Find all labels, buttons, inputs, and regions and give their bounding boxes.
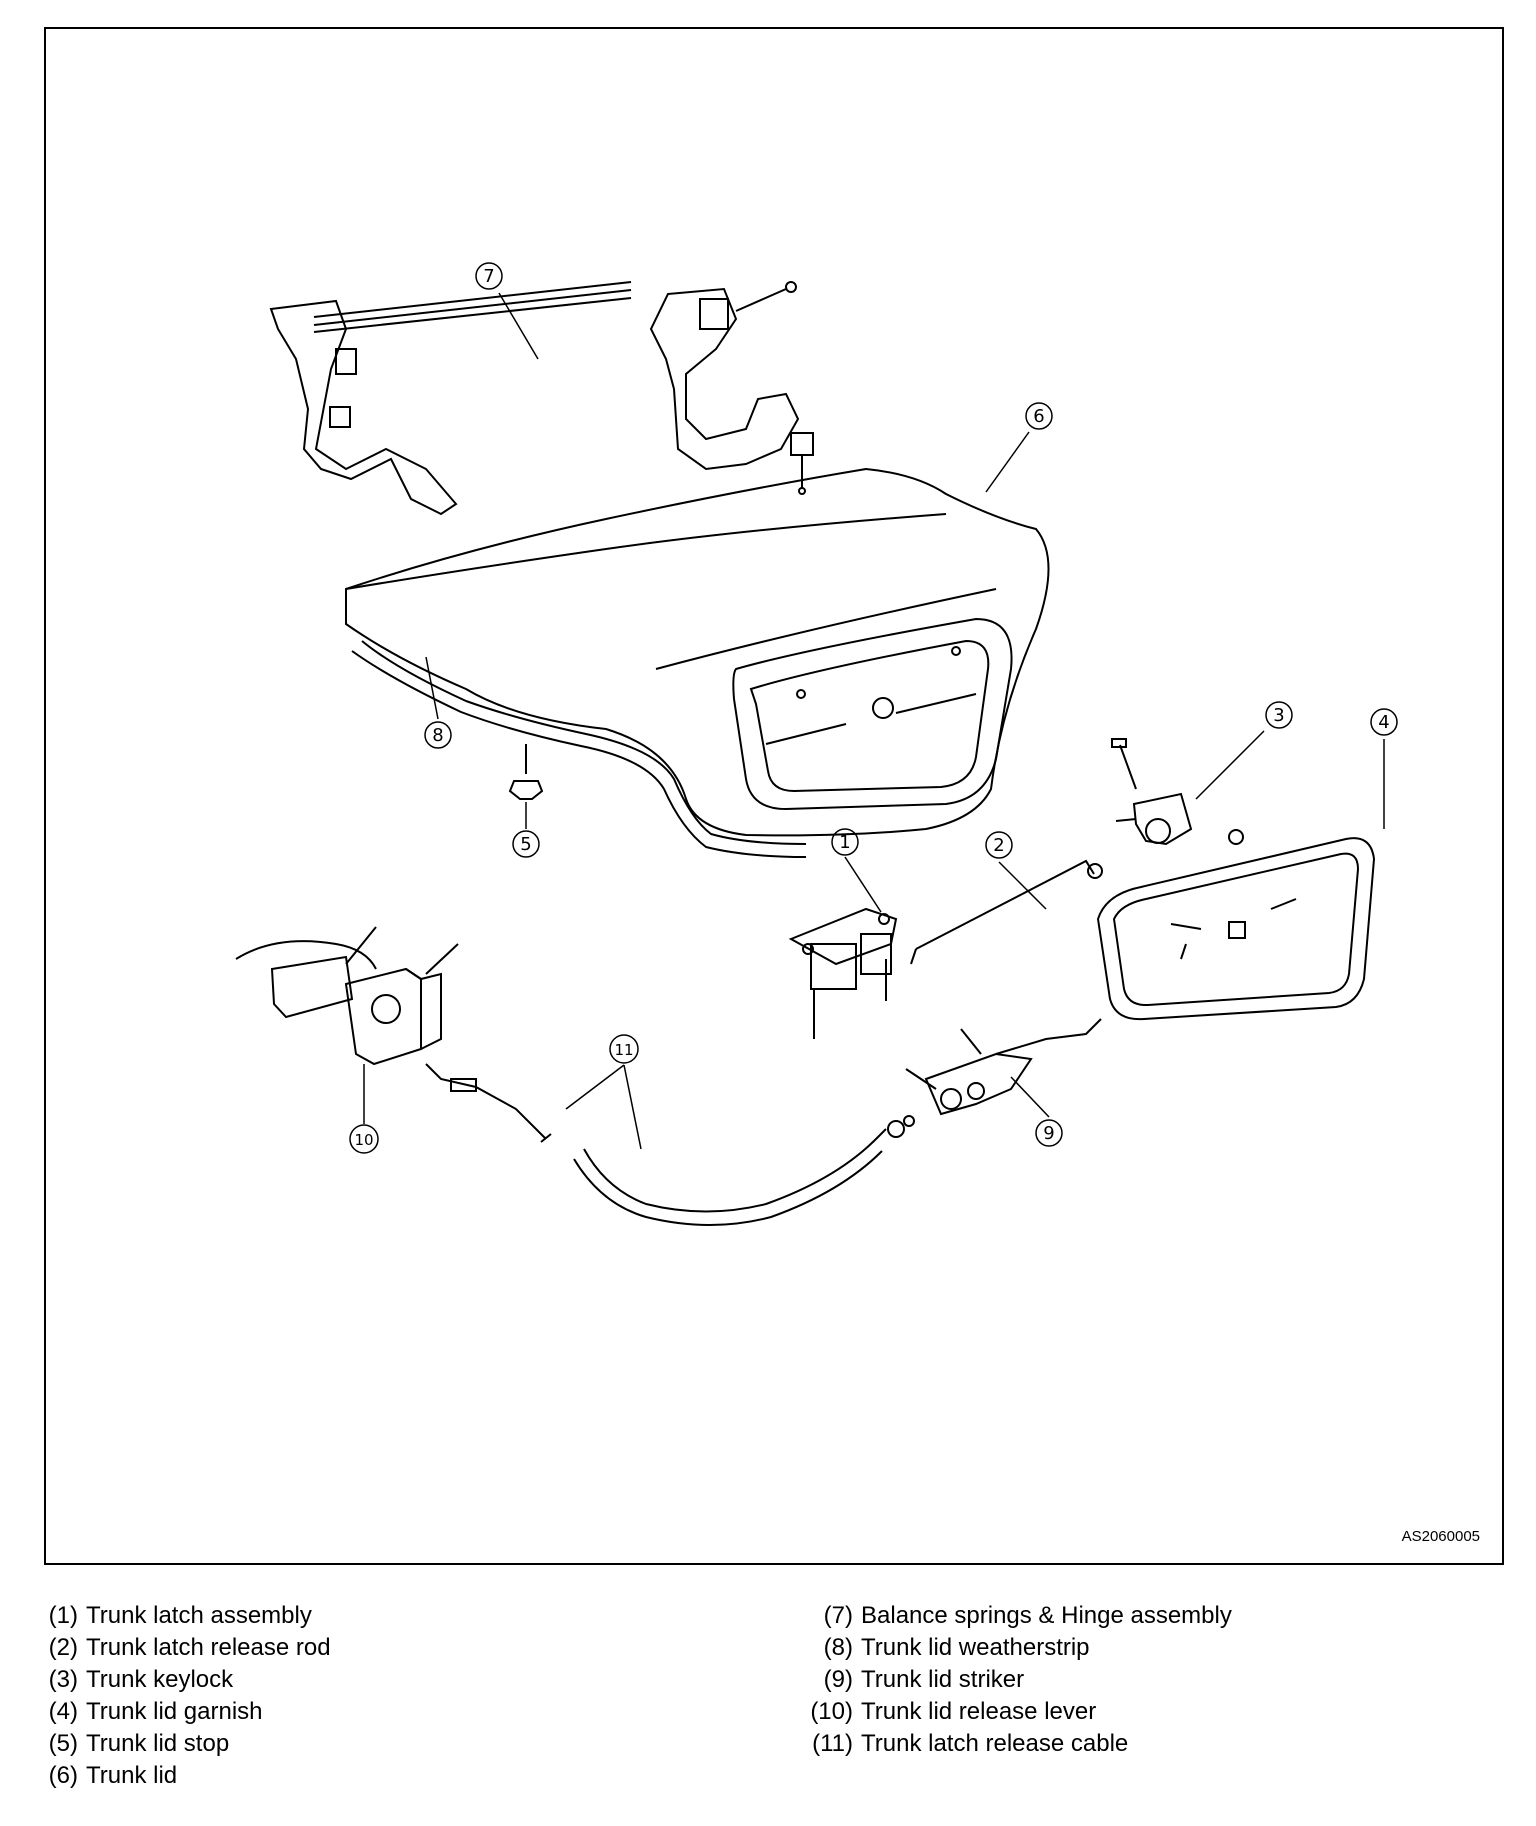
callout-6: 6 — [1025, 402, 1053, 430]
legend-number: (11) — [812, 1730, 853, 1757]
trunk-latch-release-rod — [910, 859, 1095, 965]
trunk-latch-assembly — [788, 907, 898, 1039]
callout-10: 10 — [349, 1124, 379, 1154]
legend-item-7: (7) Balance springs & Hinge assembly — [805, 1600, 1232, 1632]
legend-number: (6) — [48, 1762, 78, 1789]
legend-label: Trunk latch release cable — [861, 1730, 1129, 1757]
trunk-lid-stop — [508, 744, 544, 800]
legend-label: Trunk keylock — [86, 1666, 234, 1693]
legend-number: (10) — [810, 1698, 853, 1725]
callout-6-label: 6 — [1033, 406, 1044, 427]
callout-8-label: 8 — [432, 725, 443, 746]
leader-lines — [363, 292, 1385, 1150]
legend-item-9: (9) Trunk lid striker — [805, 1664, 1232, 1696]
legend-left: (1) Trunk latch assembly (2) Trunk latch r… — [30, 1600, 331, 1792]
callouts: 1 2 3 4 5 6 7 8 9 10 11 — [349, 262, 1398, 1154]
trunk-lid-release-lever — [235, 926, 459, 1066]
trunk-lid — [345, 467, 1050, 837]
callout-8: 8 — [424, 721, 452, 749]
trunk-lid-garnish — [1087, 829, 1376, 1021]
legend-number: (2) — [48, 1634, 78, 1661]
legend-item-1: (1) Trunk latch assembly — [30, 1600, 331, 1632]
legend-item-5: (5) Trunk lid stop — [30, 1728, 331, 1760]
callout-1-label: 1 — [839, 832, 850, 853]
hinge-assembly — [269, 281, 814, 516]
callout-9: 9 — [1035, 1119, 1063, 1147]
legend-item-11: (11) Trunk latch release cable — [805, 1728, 1232, 1760]
legend-item-6: (6) Trunk lid — [30, 1760, 331, 1792]
legend-label: Balance springs & Hinge assembly — [861, 1602, 1232, 1629]
diagram-frame: 1 2 3 4 5 6 7 8 9 10 11 AS2060005 — [44, 27, 1504, 1565]
legend-item-10: (10) Trunk lid release lever — [805, 1696, 1232, 1728]
callout-7: 7 — [475, 262, 503, 290]
trunk-lid-weatherstrip — [351, 640, 807, 858]
legend-item-3: (3) Trunk keylock — [30, 1664, 331, 1696]
legend-number: (5) — [48, 1730, 78, 1757]
callout-3-label: 3 — [1273, 705, 1284, 726]
callout-5: 5 — [512, 830, 540, 858]
legend-item-4: (4) Trunk lid garnish — [30, 1696, 331, 1728]
callout-2: 2 — [985, 831, 1013, 859]
legend-label: Trunk lid garnish — [86, 1698, 263, 1725]
trunk-keylock — [1111, 738, 1193, 846]
callout-2-label: 2 — [993, 835, 1004, 856]
legend-number: (3) — [48, 1666, 78, 1693]
callout-3: 3 — [1265, 701, 1293, 729]
exploded-view-drawing: 1 2 3 4 5 6 7 8 9 10 11 — [235, 262, 1398, 1226]
callout-4: 4 — [1370, 708, 1398, 736]
callout-9-label: 9 — [1043, 1123, 1054, 1144]
legend-number: (9) — [823, 1666, 853, 1693]
callout-1: 1 — [831, 828, 859, 856]
trunk-latch-release-cable — [425, 1063, 915, 1226]
trunk-lid-striker — [905, 1018, 1102, 1116]
callout-7-label: 7 — [483, 266, 494, 287]
legend-label: Trunk lid striker — [861, 1666, 1025, 1693]
legend-item-2: (2) Trunk latch release rod — [30, 1632, 331, 1664]
callout-5-label: 5 — [520, 834, 531, 855]
legend-label: Trunk lid release lever — [861, 1698, 1097, 1725]
legend-label: Trunk latch assembly — [86, 1602, 312, 1629]
legend-label: Trunk lid — [86, 1762, 178, 1789]
legend-right: (7) Balance springs & Hinge assembly (8) T… — [805, 1600, 1232, 1760]
legend-label: Trunk latch release rod — [86, 1634, 331, 1661]
legend-item-8: (8) Trunk lid weatherstrip — [805, 1632, 1232, 1664]
legend-number: (1) — [48, 1602, 78, 1629]
callout-11-label: 11 — [614, 1041, 633, 1059]
legend-number: (4) — [48, 1698, 78, 1725]
callout-11: 11 — [609, 1034, 639, 1064]
legend-label: Trunk lid weatherstrip — [861, 1634, 1090, 1661]
callout-10-label: 10 — [354, 1131, 373, 1149]
legend-number: (7) — [823, 1602, 853, 1629]
legend-label: Trunk lid stop — [86, 1730, 230, 1757]
figure-code: AS2060005 — [1401, 1528, 1480, 1545]
callout-4-label: 4 — [1378, 712, 1389, 733]
legend-number: (8) — [823, 1634, 853, 1661]
